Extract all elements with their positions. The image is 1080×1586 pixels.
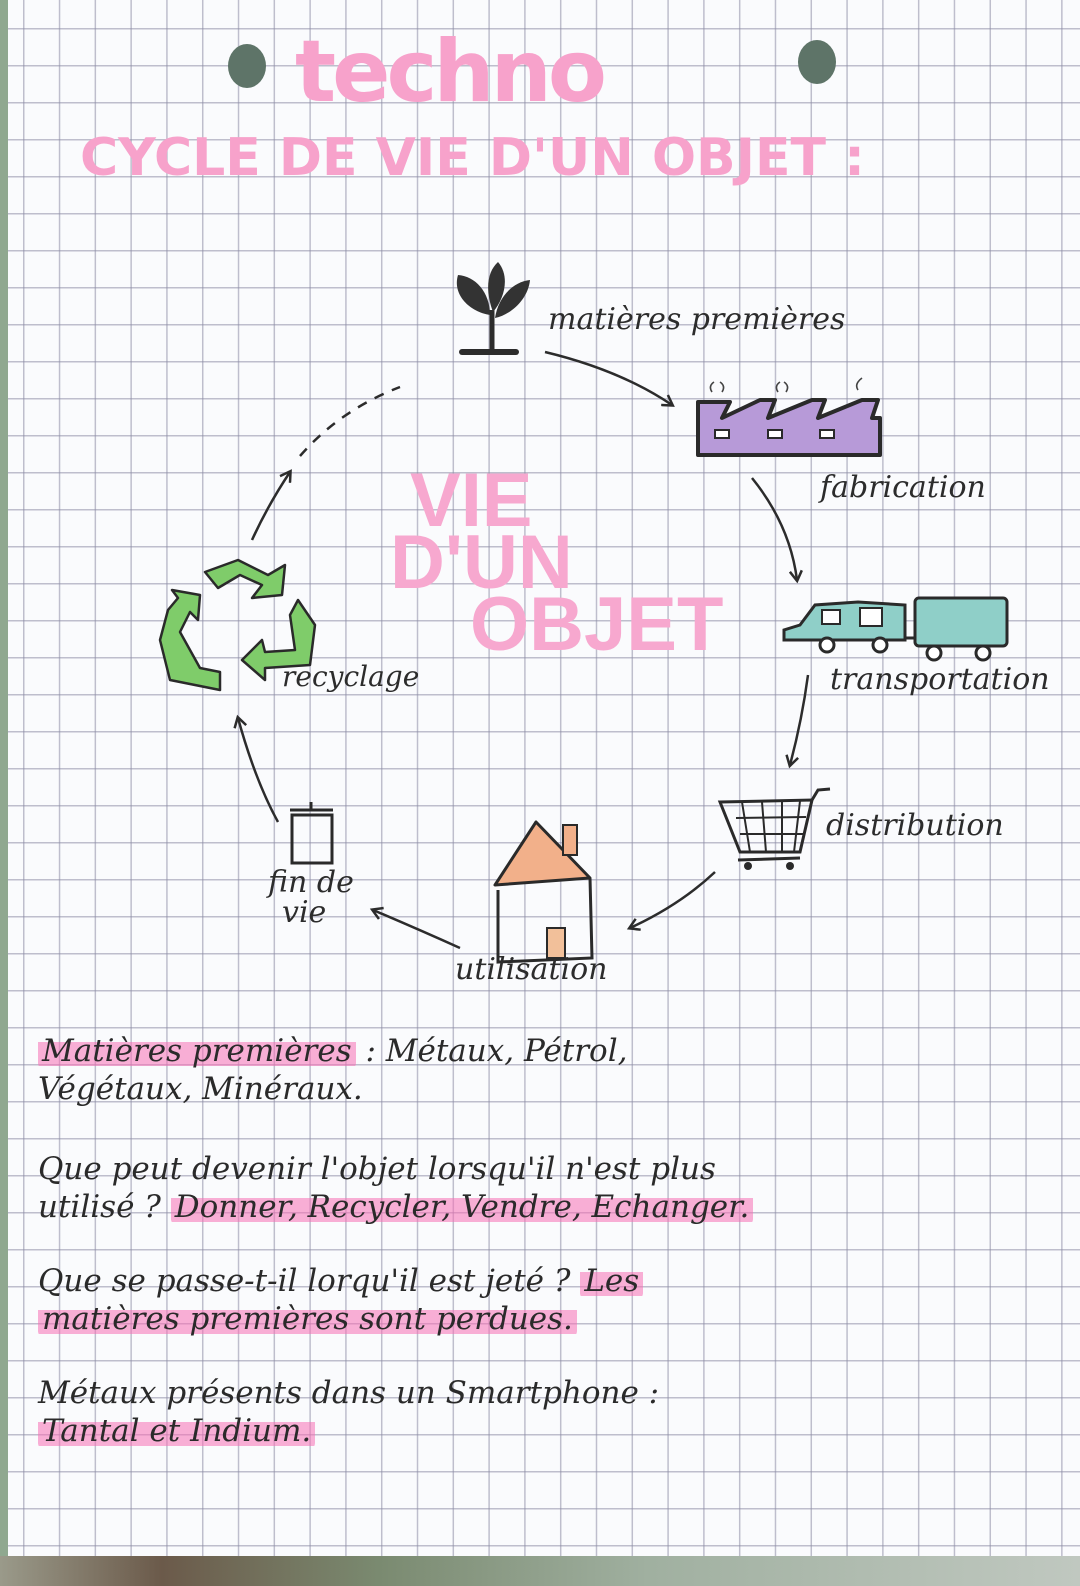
- dashed-return-path: [299, 385, 401, 457]
- trash-bin-icon: [290, 802, 334, 865]
- stage-label-utilisation: utilisation: [455, 952, 608, 987]
- stage-label-matieres-premieres: matières premières: [548, 302, 846, 337]
- highlight-reuse-answer: Donner, Recycler, Vendre, Echanger.: [170, 1189, 754, 1225]
- background-table-edge: [0, 1556, 1080, 1586]
- stage-label-fabrication: fabrication: [820, 470, 986, 505]
- arrow-to-fin-de-vie: [373, 910, 461, 950]
- stage-label-transportation: transportation: [830, 662, 1050, 697]
- stage-label-recyclage: recyclage: [282, 660, 420, 693]
- stage-label-distribution: distribution: [826, 808, 1004, 843]
- punch-hole-left: [228, 44, 266, 88]
- note-reuse-question: Que peut devenir l'objet lorsqu'il n'est…: [38, 1150, 754, 1226]
- note-raw-materials: Matières premières : Métaux, Pétrol, Vég…: [38, 1033, 628, 1107]
- arrow-to-utilisation: [630, 871, 716, 928]
- center-title: VIE D'UN OBJET: [380, 458, 750, 667]
- arrow-to-fabrication: [544, 350, 672, 405]
- highlight-thrown-answer: matières premières sont perdues.: [38, 1301, 577, 1337]
- house-icon: [493, 820, 594, 964]
- center-title-line-1: VIE: [410, 458, 533, 543]
- subject-title: techno: [295, 22, 607, 122]
- page-title: CYCLE DE VIE D'UN OBJET :: [80, 128, 865, 188]
- shopping-cart-icon: [717, 787, 831, 870]
- arrow-to-recyclage: [238, 718, 280, 823]
- center-title-line-3: OBJET: [470, 582, 724, 667]
- highlight-matieres-premieres: Matières premières: [38, 1033, 356, 1069]
- center-title-line-2: D'UN: [390, 520, 573, 605]
- highlight-les: Les: [580, 1263, 644, 1299]
- stage-label-fin-de-vie: fin de vie: [268, 865, 354, 930]
- arrow-to-transportation: [751, 477, 797, 580]
- recycle-icon: [158, 558, 317, 692]
- punch-hole-right: [798, 40, 836, 84]
- car-trailer-icon: [782, 596, 1009, 662]
- plant-icon: [456, 262, 530, 355]
- paper-edge: [0, 0, 8, 1560]
- highlight-metals-answer: Tantal et Indium.: [38, 1413, 316, 1449]
- note-thrown-away-question: Que se passe-t-il lorqu'il est jeté ? Le…: [38, 1262, 644, 1338]
- arrow-from-recyclage: [250, 472, 290, 541]
- note-smartphone-metals: Métaux présents dans un Smartphone : Tan…: [38, 1375, 660, 1449]
- factory-icon: [696, 377, 882, 457]
- arrow-to-distribution: [790, 674, 810, 765]
